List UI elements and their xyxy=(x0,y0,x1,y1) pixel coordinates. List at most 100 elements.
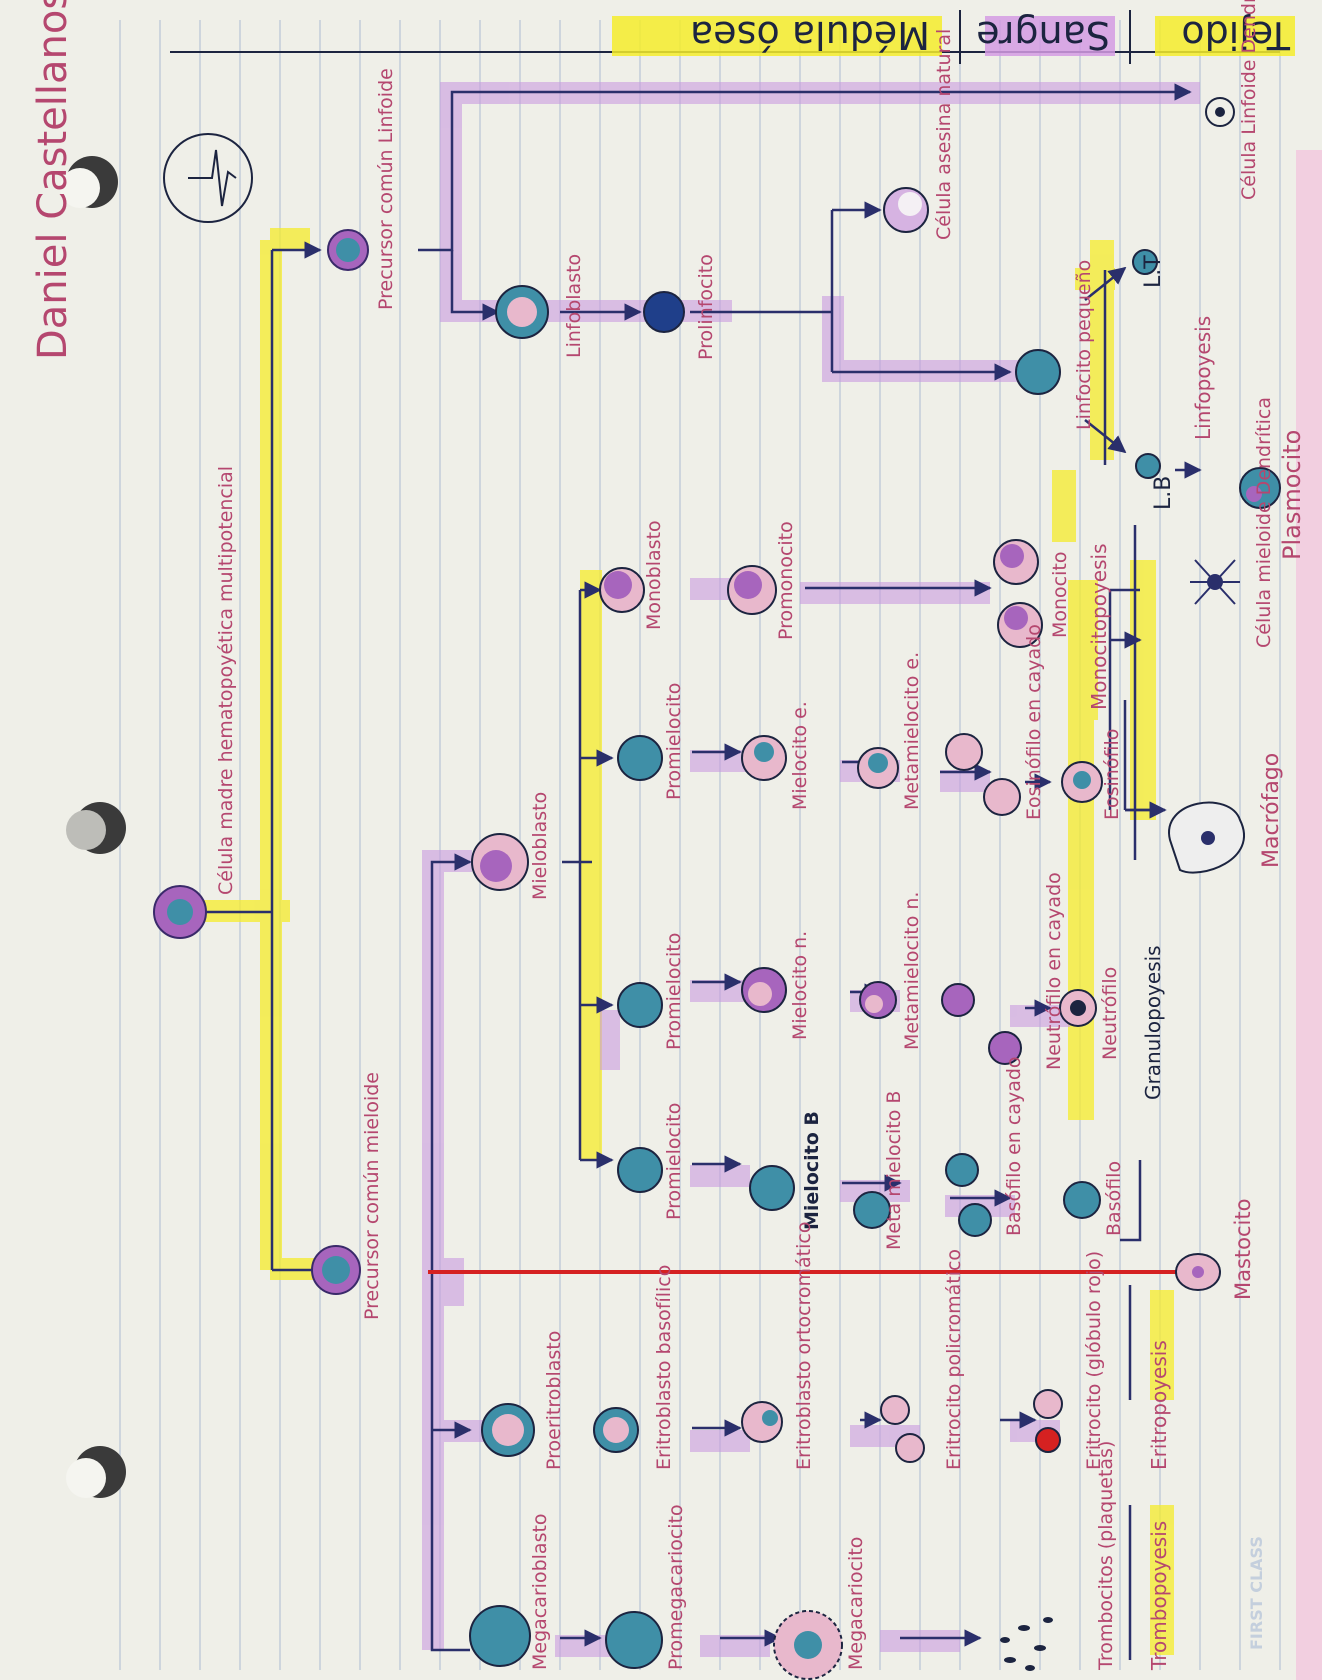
label-mielocito-e: Mielocito e. xyxy=(789,701,811,810)
label-lymphoid-precursor: Precursor común Linfoide xyxy=(375,68,397,310)
cell-lb xyxy=(1135,453,1161,479)
cell-eritroblasto-ortocromatico xyxy=(741,1401,783,1443)
label-metamielocito-b: Meta mielocito B xyxy=(883,1091,905,1250)
cell-metamielocito-e xyxy=(857,747,899,789)
legend-sangre: Sangre xyxy=(976,13,1110,57)
cell-mielocito-e xyxy=(741,735,787,781)
cell-monocito-2 xyxy=(997,602,1043,648)
label-macrofago: Macrófago xyxy=(1259,753,1284,868)
process-eritropoyesis: Eritropoyesis xyxy=(1147,1340,1171,1470)
pink-margin xyxy=(1296,150,1322,1680)
cell-promielocito-e xyxy=(617,735,663,781)
cell-nk xyxy=(883,187,929,233)
cell-lymphoid-precursor xyxy=(327,229,369,271)
cell-myeloid-precursor xyxy=(311,1245,361,1295)
label-mieloblasto: Mieloblasto xyxy=(529,792,551,900)
label-eritrocito: Eritrocito (glóbulo rojo) xyxy=(1083,1251,1105,1470)
cell-mielocito-b xyxy=(749,1165,795,1211)
cell-neutrofilo-cayado-1 xyxy=(941,983,975,1017)
label-mielocito-b: Mielocito B xyxy=(801,1111,823,1230)
label-metamielocito-n: Metamielocito n. xyxy=(901,892,923,1050)
label-metamielocito-e: Metamielocito e. xyxy=(901,652,923,810)
label-basofilo-cayado: Basófilo en cayado xyxy=(1003,1056,1025,1236)
label-neutrofilo: Neutrófilo xyxy=(1099,967,1121,1060)
label-promonocito: Promonocito xyxy=(775,521,797,640)
cell-metamielocito-b xyxy=(853,1191,891,1229)
cell-eosinofilo-cayado-1 xyxy=(945,733,983,771)
cell-eritrocito-2 xyxy=(1035,1427,1061,1453)
label-promielocito-b: Promielocito xyxy=(663,1103,685,1220)
label-lb: L.B xyxy=(1151,476,1176,510)
cell-macrofago xyxy=(1168,801,1245,874)
cell-mastocito xyxy=(1175,1253,1221,1291)
cell-linfoide-dendritica xyxy=(1205,97,1235,127)
label-stem: Célula madre hematopoyética multipotenci… xyxy=(215,466,237,895)
label-proeritroblasto: Proeritroblasto xyxy=(543,1331,565,1470)
cell-megacariocito xyxy=(773,1610,843,1680)
label-eritroblasto-basofilico: Eritroblasto basofílico xyxy=(653,1265,675,1470)
label-linfoide-dendritica: Célula Linfoide Dendrítica xyxy=(1238,0,1260,200)
cell-promegacariocito xyxy=(605,1611,663,1669)
label-myeloid-precursor: Precursor común mieloide xyxy=(361,1072,383,1320)
process-linfopoyesis: Linfopoyesis xyxy=(1191,316,1215,440)
cell-megacarioblasto xyxy=(469,1605,531,1667)
cell-eritrocito-policromatico-2 xyxy=(895,1433,925,1463)
label-eosinofilo: Eosinófilo xyxy=(1101,729,1123,820)
label-megacariocito: Megacariocito xyxy=(845,1537,867,1670)
cell-stem xyxy=(153,885,207,939)
label-linfoblasto: Linfoblasto xyxy=(563,254,585,358)
cell-eritrocito-policromatico-1 xyxy=(880,1395,910,1425)
cell-monoblasto xyxy=(599,567,645,613)
cell-mielocito-n xyxy=(741,967,787,1013)
label-monoblasto: Monoblasto xyxy=(643,520,665,630)
cell-eosinofilo xyxy=(1061,761,1103,803)
label-lt: L.T xyxy=(1141,255,1166,288)
cell-neutrofilo xyxy=(1059,989,1097,1027)
author-name: Daniel Castellanos xyxy=(30,0,76,360)
label-promegacariocito: Promegacariocito xyxy=(665,1504,687,1670)
label-trombocitos: Trombocitos (plaquetas) xyxy=(1095,1441,1117,1671)
cell-promielocito-b xyxy=(617,1147,663,1193)
label-eritroblasto-ortocromatico: Eritroblasto ortocromático xyxy=(793,1222,815,1470)
cell-monocito-1 xyxy=(993,539,1039,585)
label-monocito: Monocito xyxy=(1049,552,1071,638)
process-labels: Linfopoyesis Monocitopoyesis Granulopoye… xyxy=(1087,316,1215,1671)
cell-neutrofilo-cayado-2 xyxy=(988,1031,1022,1065)
label-promielocito-n: Promielocito xyxy=(663,933,685,1050)
cell-basofilo-cayado-2 xyxy=(958,1203,992,1237)
label-promielocito-e: Promielocito xyxy=(663,683,685,800)
binder-holes xyxy=(60,156,126,1498)
label-linfocito-pequeno: Linfocito pequeño xyxy=(1073,260,1095,430)
cell-basofilo xyxy=(1063,1181,1101,1219)
process-granulopoyesis: Granulopoyesis xyxy=(1141,945,1165,1100)
cell-linfocito-pequeno xyxy=(1015,349,1061,395)
cells xyxy=(153,97,1281,1680)
legend-tejido: Tejido xyxy=(1181,13,1291,57)
label-plasmocito: Plasmocito xyxy=(1278,430,1306,560)
labels: Célula madre hematopoyética multipotenci… xyxy=(215,0,1306,1671)
label-mieloide-dendritica: Célula mieloide Dendrítica xyxy=(1253,397,1275,648)
cell-proeritroblasto xyxy=(481,1403,535,1457)
label-megacarioblasto: Megacarioblasto xyxy=(529,1513,551,1670)
label-eosinofilo-cayado: Eosinófilo en cayado xyxy=(1023,624,1045,820)
cell-lt xyxy=(1132,249,1158,275)
label-eritrocito-policromatico: Eritrocito policromático xyxy=(943,1249,965,1470)
label-nk: Célula asesina natural xyxy=(933,29,955,240)
cell-basofilo-cayado-1 xyxy=(945,1153,979,1187)
legend: Médula ósea Sangre Tejido xyxy=(612,10,1295,64)
signature-stamp xyxy=(163,133,253,223)
cell-linfoblasto xyxy=(495,285,549,339)
cell-eritroblasto-basofilico xyxy=(593,1407,639,1453)
label-mielocito-n: Mielocito n. xyxy=(789,931,811,1040)
cell-mieloide-dendritica xyxy=(1190,559,1240,605)
cell-prolinfocito xyxy=(643,291,685,333)
process-trombopoyesis: Trombopoyesis xyxy=(1147,1521,1171,1671)
cell-promonocito xyxy=(727,565,777,615)
label-mastocito: Mastocito xyxy=(1231,1199,1255,1300)
label-prolinfocito: Prolinfocito xyxy=(695,254,717,360)
legend-medula-osea: Médula ósea xyxy=(690,13,930,57)
watermark: FIRST CLASS xyxy=(1247,1536,1266,1650)
cell-trombocitos xyxy=(1000,1617,1053,1671)
process-monocitopoyesis: Monocitopoyesis xyxy=(1087,543,1111,710)
